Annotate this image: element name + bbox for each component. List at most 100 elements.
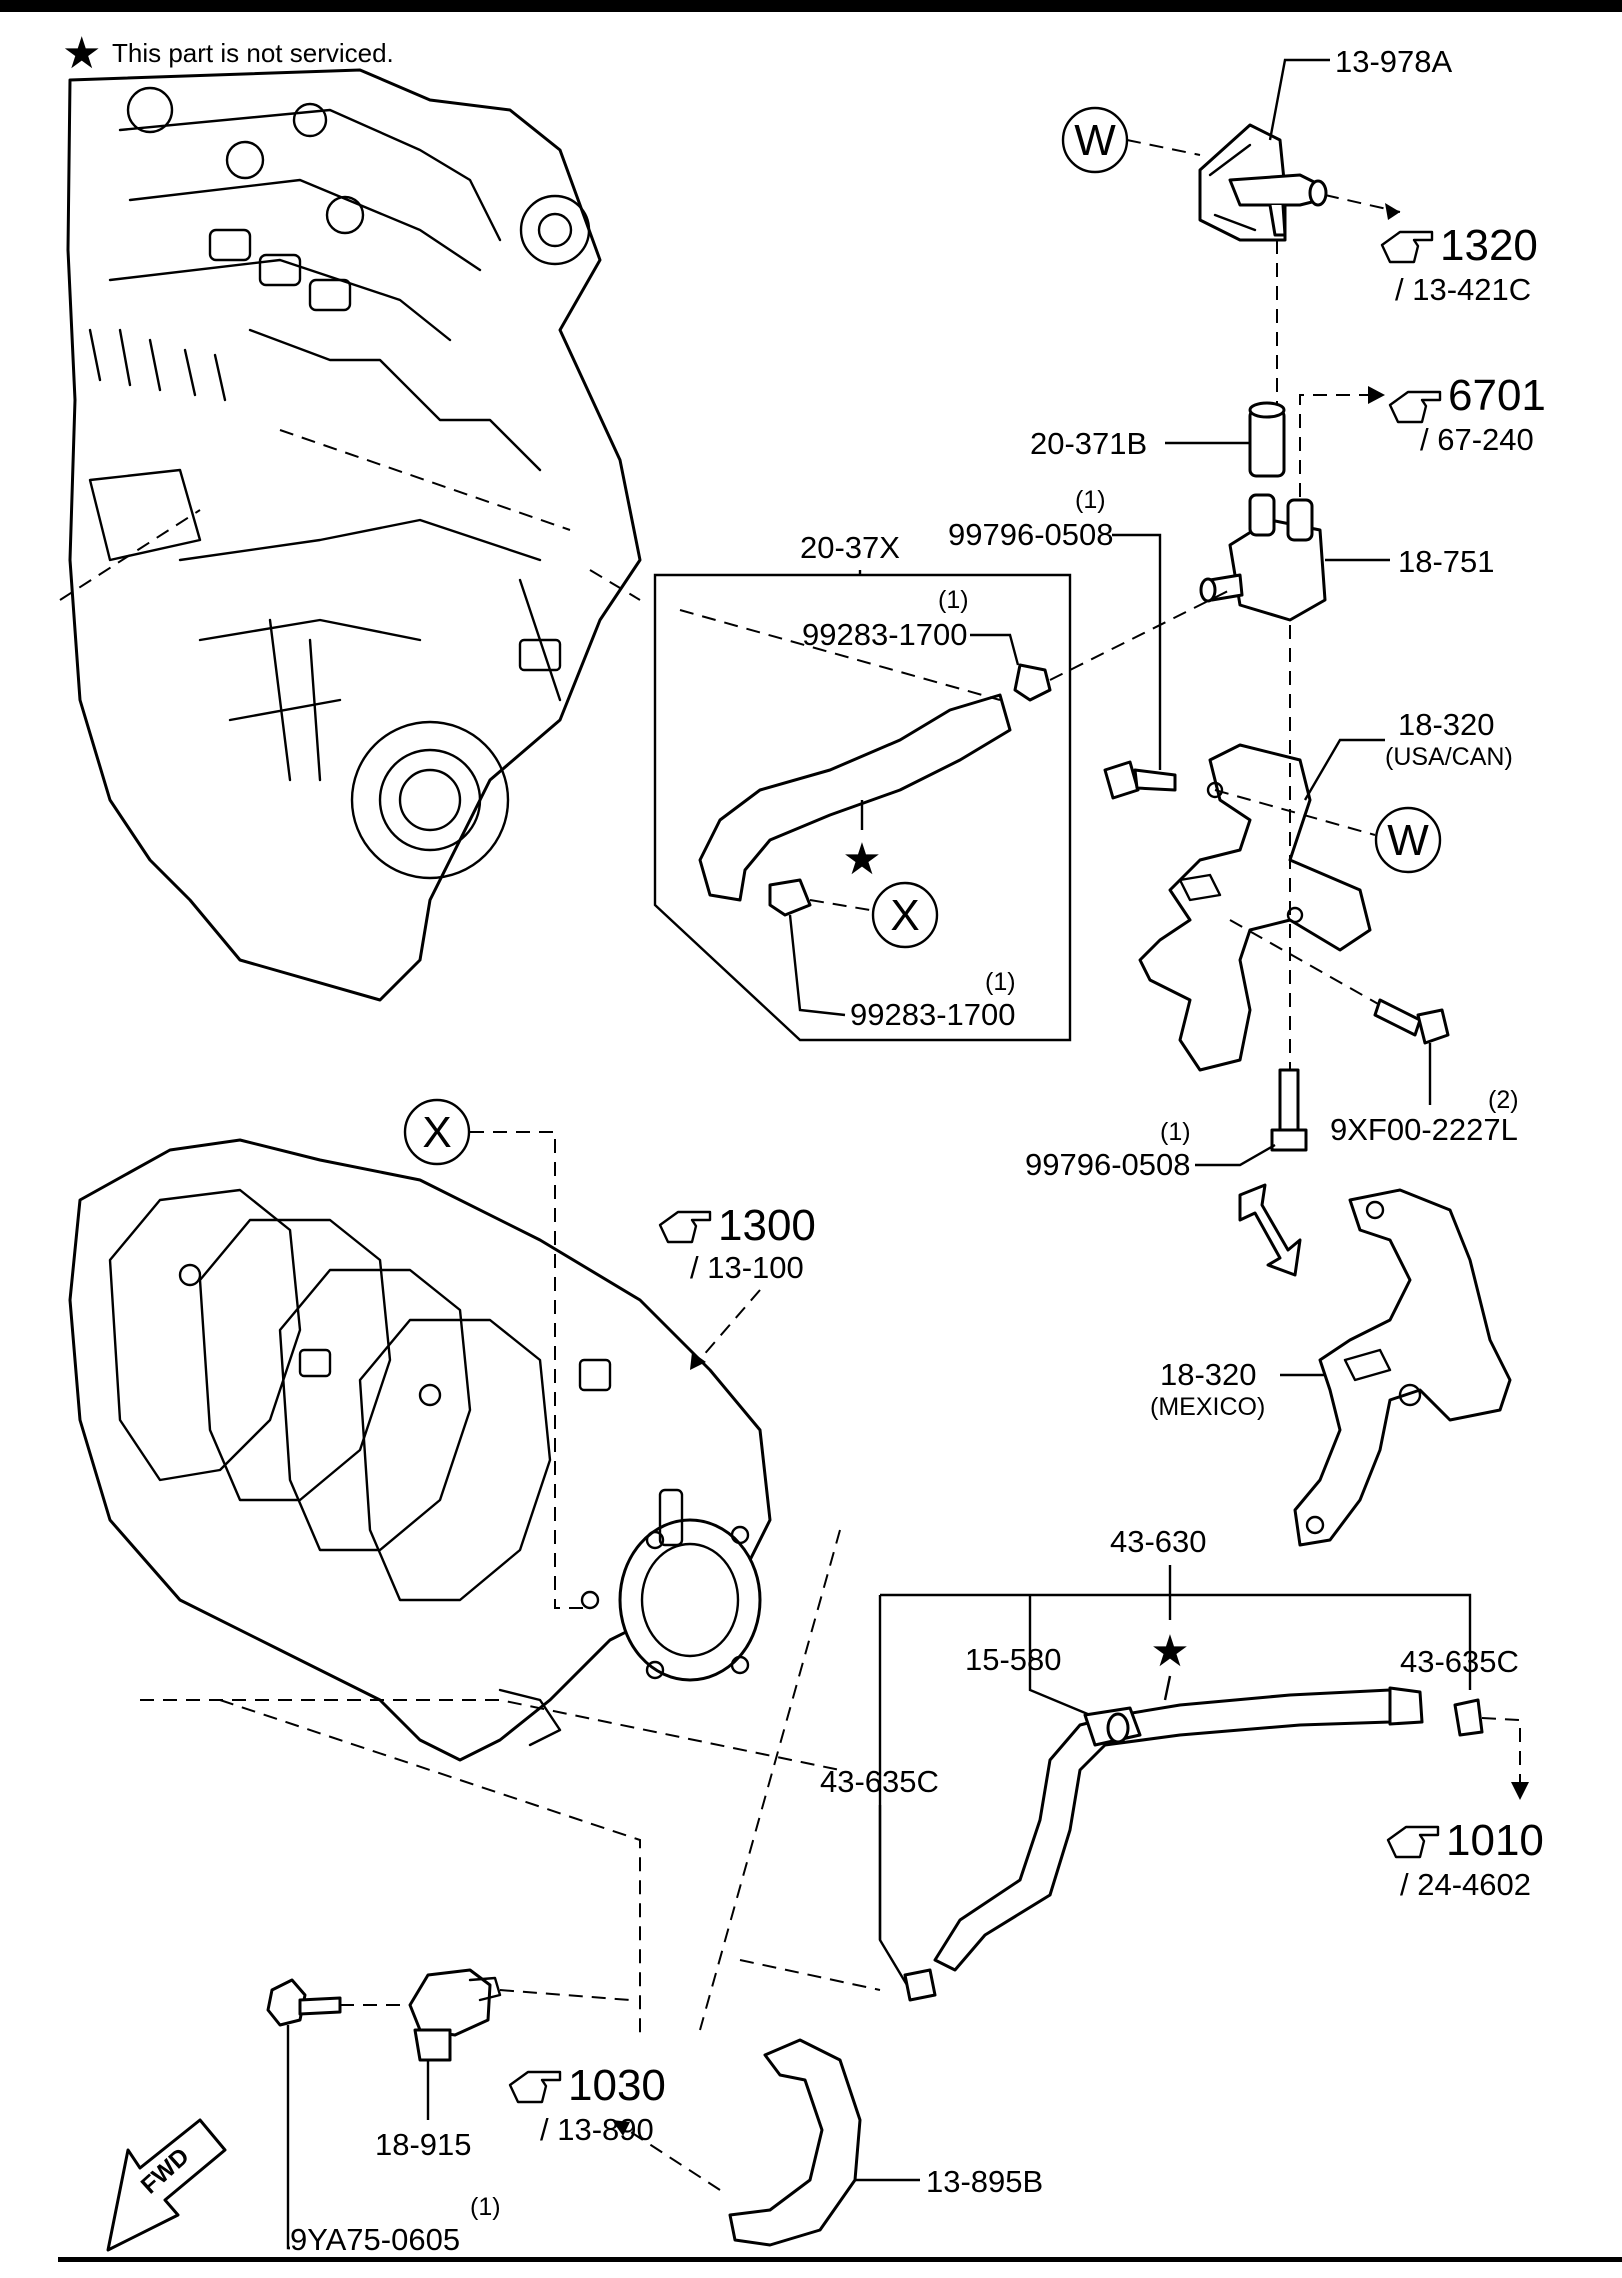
leader-13-978A: [1268, 58, 1330, 141]
marker-x-box: [871, 881, 939, 949]
callout-6701-sub: / 67-240: [1420, 422, 1534, 457]
label-43-635C-left: 43-635C: [820, 1764, 939, 1799]
label-99283-1700-top: 99283-1700: [802, 617, 968, 652]
label-18-320-usa-note: (USA/CAN): [1385, 743, 1513, 771]
part-13-978A-drawing: [1198, 123, 1328, 242]
label-43-635C-right: 43-635C: [1400, 1644, 1519, 1679]
callout-1320-num: 1320: [1440, 221, 1538, 270]
label-13-978A: 13-978A: [1335, 44, 1453, 79]
arrow-1010: [1511, 1782, 1529, 1800]
pointing-hand-icon: [658, 1210, 712, 1244]
callout-1320-sub: / 13-421C: [1395, 272, 1531, 307]
bolt-99796-0508-top-drawing: [1103, 760, 1177, 800]
arrow-1030: [612, 2120, 630, 2136]
callout-1030-num: 1030: [568, 2061, 666, 2110]
label-9YA75-0605: 9YA75-0605: [290, 2222, 460, 2257]
part-20-371B-drawing: [1248, 401, 1286, 478]
label-18-915: 18-915: [375, 2127, 472, 2162]
qty-9XF00-2227L: (2): [1488, 1086, 1519, 1114]
label-18-320-mex: 18-320: [1160, 1357, 1257, 1392]
label-20-371B: 20-371B: [1030, 426, 1147, 461]
leader-1010: [1481, 1717, 1521, 1790]
top-border: [0, 0, 1622, 12]
pointing-hand-icon: [508, 2070, 562, 2104]
bracket-18-320-usa-drawing: [1138, 743, 1372, 1072]
leader-99796-0508-top: [1112, 533, 1162, 770]
hose-13-895B-drawing: [728, 2038, 862, 2247]
callout-1030-sub: / 13-890: [540, 2112, 654, 2147]
leader-99283-1700-bot: [788, 914, 846, 1017]
leader-20-37X-dash: [679, 589, 1231, 701]
label-18-320-mex-note: (MEXICO): [1150, 1393, 1265, 1421]
leader-x-manifold: [470, 1131, 590, 1609]
arrow-1300: [690, 1352, 706, 1370]
bottom-border: [58, 2257, 1622, 2262]
leader-99283-1700-top: [970, 633, 1020, 666]
kit-box-20-37X: [653, 573, 1072, 1042]
marker-w-mid-label: W: [1387, 816, 1429, 865]
leader-6701: [1299, 394, 1380, 520]
leader-43-635C-left: [878, 1805, 912, 1991]
leader-1300: [694, 1289, 761, 1366]
callout-1010: 1010 / 24-4602: [1386, 1816, 1544, 1902]
arrow-13-978A-out: [1385, 203, 1400, 220]
bolt-99796-0508-bot-drawing: [1270, 1068, 1308, 1152]
qty-99796-0508-bot: (1): [1160, 1118, 1191, 1146]
label-18-320-usa: 18-320: [1398, 707, 1495, 742]
leader-15-580: [1028, 1595, 1091, 1717]
bracket-18-320-mexico-drawing: [1293, 1188, 1512, 1547]
leader-manifold-bottom: [140, 1699, 841, 1771]
label-18-751: 18-751: [1398, 544, 1495, 579]
hose-20-37X-drawing: [698, 663, 1052, 917]
label-20-37X: 20-37X: [800, 530, 900, 565]
engine-block-drawing: [59, 68, 642, 1002]
label-99283-1700-bot: 99283-1700: [850, 997, 1016, 1032]
callout-1300-sub: / 13-100: [690, 1250, 804, 1285]
label-99796-0508-top: 99796-0508: [948, 517, 1114, 552]
bolt-9XF00-2227L-drawing: [1373, 998, 1450, 1045]
callout-1320: 1320 / 13-421C: [1380, 221, 1538, 307]
leader-1030: [619, 2124, 721, 2191]
bracket-43-630-right: [880, 1593, 1472, 1690]
marker-x-manifold-label: X: [422, 1108, 451, 1157]
leader-9YA75-0605: [286, 2025, 290, 2250]
part-18-751-drawing: [1199, 493, 1327, 622]
qty-9YA75-0605: (1): [470, 2193, 501, 2221]
label-43-630: 43-630: [1110, 1524, 1207, 1559]
leader-manifold-hose: [219, 1699, 641, 2040]
fwd-arrow-icon: FWD: [106, 2118, 227, 2252]
marker-w-mid: [1374, 806, 1442, 874]
note-star: ★: [62, 29, 101, 78]
label-15-580: 15-580: [965, 1642, 1062, 1677]
marker-w-top-label: W: [1074, 116, 1116, 165]
qty-99283-1700-bot: (1): [985, 968, 1016, 996]
marker-x-box-label: X: [890, 891, 919, 940]
intake-manifold-drawing: [68, 1138, 772, 1762]
leader-star-43-630: [1163, 1675, 1172, 1701]
callout-1030: 1030 / 13-890: [508, 2061, 666, 2147]
callout-1010-sub: / 24-4602: [1400, 1867, 1531, 1902]
note-text: This part is not serviced.: [112, 38, 394, 68]
leader-manifold-pcv: [739, 1959, 881, 1991]
leader-99796-0508-bot: [1195, 1143, 1276, 1167]
leader-13-978A-out: [1324, 194, 1401, 213]
star-20-37X: ★: [842, 835, 881, 884]
label-9XF00-2227L: 9XF00-2227L: [1330, 1112, 1518, 1147]
label-13-895B: 13-895B: [926, 2164, 1043, 2199]
pointing-hand-icon: [1386, 1825, 1440, 1859]
leader-9XF00: [1229, 919, 1381, 1006]
leader-w-top: [1126, 139, 1201, 156]
marker-x-manifold: [403, 1098, 471, 1166]
callout-1300: 1300 / 13-100: [658, 1201, 816, 1285]
hose-43-630-drawing: [903, 1686, 1484, 2002]
leader-18-915-dash: [340, 1989, 631, 2006]
bolt-9YA75-0605-drawing: [266, 1978, 342, 2027]
qty-99796-0508-top: (1): [1075, 486, 1106, 514]
leader-manifold-right: [699, 1529, 841, 2031]
callout-1010-num: 1010: [1446, 1816, 1544, 1865]
star-43-630: ★: [1150, 1627, 1189, 1676]
callout-6701: 6701 / 67-240: [1388, 371, 1546, 457]
leader-18-320-usa: [1303, 738, 1385, 801]
double-arrow-icon: [1238, 1183, 1302, 1277]
